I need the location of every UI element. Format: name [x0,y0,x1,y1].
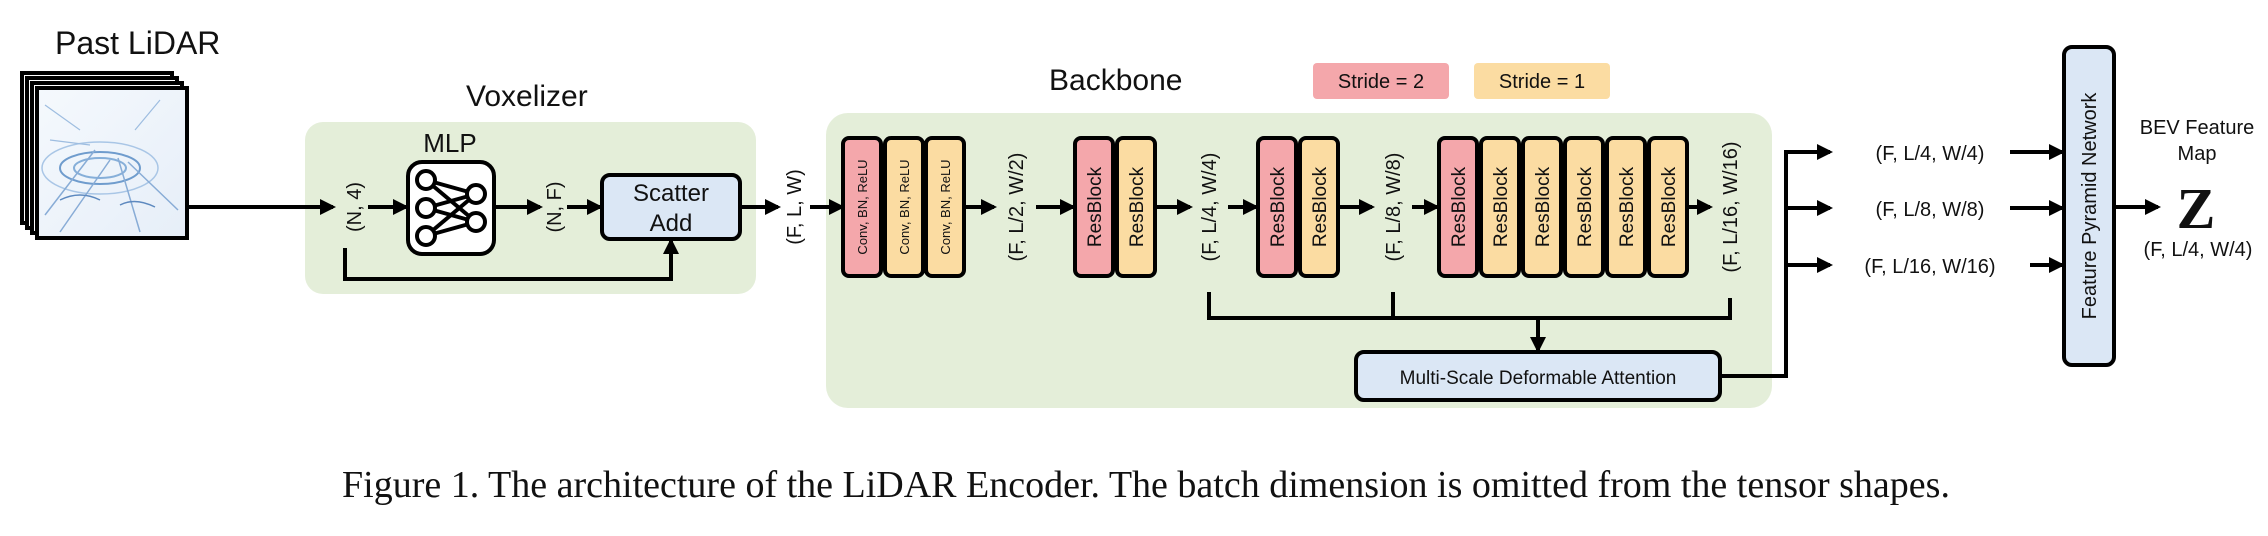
resblock-2-2: ResBlock [1298,136,1340,278]
voxelizer-title: Voxelizer [466,80,588,113]
shape-l8w8: (F, L/8, W/8) [1383,153,1405,262]
shape-n4: (N, 4) [344,182,366,232]
mlp-title: MLP [423,128,476,158]
conv-block-3: Conv, BN, ReLU [924,136,966,278]
out-shape-l8w8: (F, L/8, W/8) [1876,199,1985,221]
shape-l16w16: (F, L/16, W/16) [1720,141,1742,272]
legend-stride2-label: Stride = 2 [1338,71,1424,93]
z-symbol: Z [2177,176,2216,241]
conv-block-3-label: Conv, BN, ReLU [938,159,953,254]
bev-title-line2: Map [2178,143,2217,165]
bev-title-line1: BEV Feature [2140,117,2255,139]
figure-caption: Figure 1. The architecture of the LiDAR … [342,464,1950,506]
shape-nf: (N, F) [544,181,566,232]
resblock-3-6: ResBlock [1647,136,1689,278]
out-shape-l4w4: (F, L/4, W/4) [1876,143,1985,165]
resblock-3-6-label: ResBlock [1659,166,1680,247]
msda-label: Multi-Scale Deformable Attention [1400,368,1677,389]
shape-l4w4: (F, L/4, W/4) [1199,153,1221,262]
resblock-3-3: ResBlock [1521,136,1563,278]
resblock-2-1: ResBlock [1256,136,1298,278]
resblock-3-4-label: ResBlock [1575,166,1596,247]
scatter-add-line2: Add [650,210,693,237]
conv-block-2: Conv, BN, ReLU [883,136,925,278]
conv-block-2-label: Conv, BN, ReLU [897,159,912,254]
resblock-1-2: ResBlock [1115,136,1157,278]
resblock-3-4: ResBlock [1563,136,1605,278]
msda-block: Multi-Scale Deformable Attention [1354,350,1722,402]
resblock-3-2-label: ResBlock [1491,166,1512,247]
backbone-title: Backbone [1049,64,1182,97]
shape-l2w2: (F, L/2, W/2) [1006,153,1028,262]
past-lidar-title: Past LiDAR [55,25,220,61]
fpn-label: Feature Pyramid Network [2079,92,2101,320]
legend-stride2-swatch [1313,63,1449,99]
scatter-add-line1: Scatter [633,180,709,207]
resblock-2-2-label: ResBlock [1310,166,1331,247]
resblock-2-1-label: ResBlock [1268,166,1289,247]
collector-line [1207,292,1732,320]
resblock-1-1: ResBlock [1073,136,1115,278]
resblock-3-1-label: ResBlock [1449,166,1470,247]
scatter-add-block: Scatter Add [600,173,742,241]
arrow-skip-n4-to-scatter [343,238,679,281]
mlp-block [406,160,496,256]
resblock-3-1: ResBlock [1437,136,1479,278]
z-shape: (F, L/4, W/4) [2144,239,2253,261]
shape-flw: (F, L, W) [784,169,806,245]
out-shape-l16w16: (F, L/16, W/16) [1864,256,1995,278]
lidar-scan-image [35,86,189,240]
resblock-3-3-label: ResBlock [1533,166,1554,247]
resblock-1-1-label: ResBlock [1085,166,1106,247]
legend-stride1-swatch [1474,63,1610,99]
legend-stride1-label: Stride = 1 [1499,71,1585,93]
resblock-3-2: ResBlock [1479,136,1521,278]
fpn-block: Feature Pyramid Network [2062,45,2116,367]
resblock-3-5: ResBlock [1605,136,1647,278]
resblock-3-5-label: ResBlock [1617,166,1638,247]
resblock-1-2-label: ResBlock [1127,166,1148,247]
conv-block-1-label: Conv, BN, ReLU [855,159,870,254]
arrow-msda-to-outputs [1722,152,1788,378]
conv-block-1: Conv, BN, ReLU [841,136,883,278]
past-lidar-stack [20,71,189,240]
